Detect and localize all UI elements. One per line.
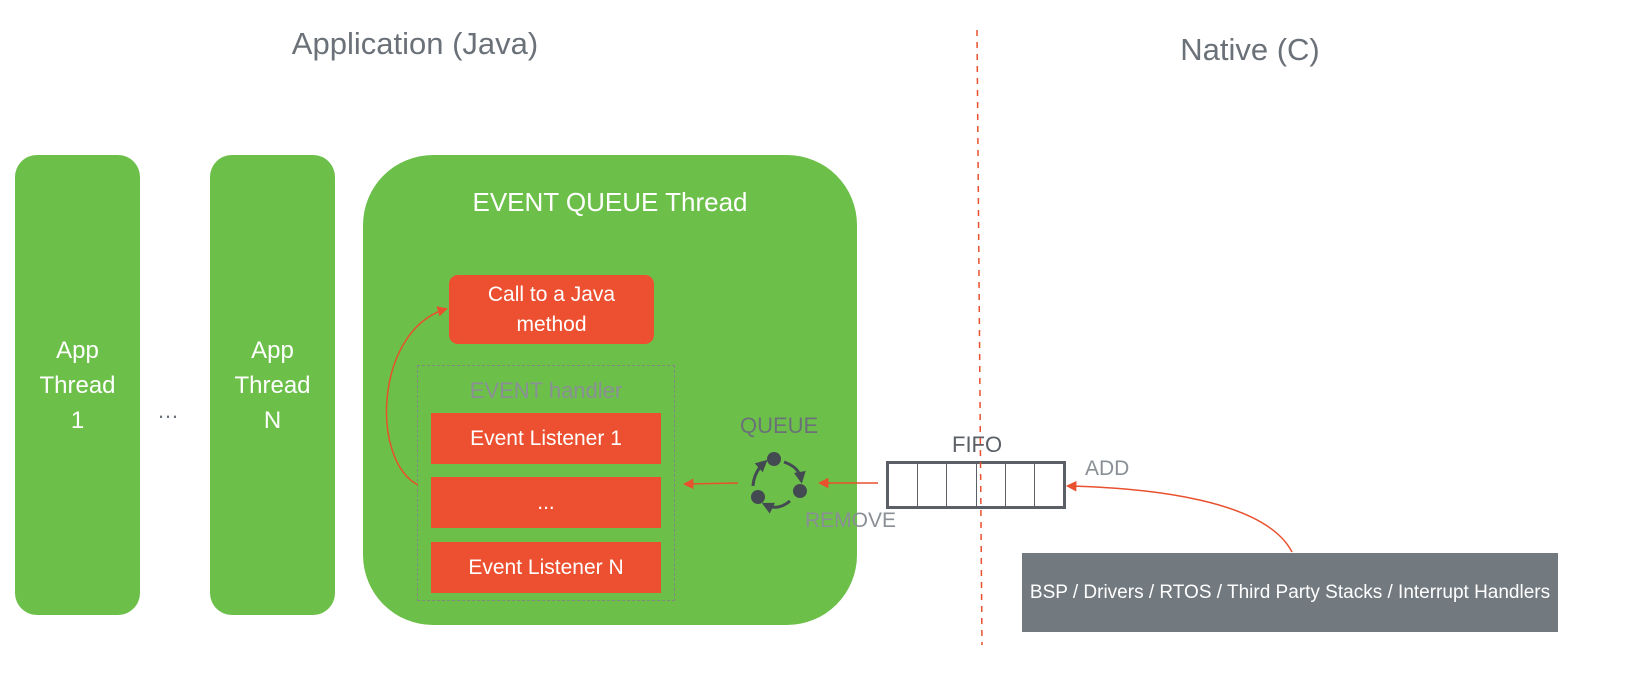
event-handler-frame [417, 365, 675, 601]
event-listener-n-label: Event Listener N [468, 555, 624, 579]
java-method-call-box: Call to a Java method [449, 275, 654, 344]
app-thread-1-label: App Thread 1 [39, 336, 116, 434]
java-method-call-label: Call to a Java method [487, 282, 616, 336]
queue-cycle-icon [751, 452, 807, 514]
application-section-title: Application (Java) [291, 26, 539, 61]
fifo-buffer [886, 461, 1066, 509]
native-stack-label: BSP / Drivers / RTOS / Third Party Stack… [1029, 581, 1551, 603]
app-thread-1: App Thread 1 [15, 155, 140, 615]
remove-label: REMOVE [805, 509, 897, 532]
threads-ellipsis: … [157, 398, 181, 423]
handler-to-java-arrow [385, 306, 449, 486]
event-listener-n: Event Listener N [431, 542, 661, 593]
queue-label: QUEUE [740, 413, 819, 438]
queue-to-handler-arrow [682, 478, 739, 490]
app-thread-n: App Thread N [210, 155, 335, 615]
native-section-title: Native (C) [1180, 32, 1320, 67]
fifo-slot [977, 464, 1006, 506]
add-label: ADD [1085, 457, 1130, 480]
app-thread-n-label: App Thread N [234, 336, 311, 434]
event-listener-more-label: ... [537, 490, 555, 514]
event-listener-1-label: Event Listener 1 [470, 426, 622, 450]
event-handler-title: EVENT handler [469, 378, 623, 403]
event-listener-1: Event Listener 1 [431, 413, 661, 464]
java-native-divider [976, 29, 983, 646]
fifo-slot [889, 464, 919, 506]
native-to-fifo-arrow [1065, 480, 1293, 553]
event-listener-more: ... [431, 477, 661, 528]
fifo-label: FIFO [952, 432, 1003, 457]
fifo-slot [947, 464, 977, 506]
fifo-slot [918, 464, 948, 506]
fifo-slot [1006, 464, 1035, 506]
native-stack-box: BSP / Drivers / RTOS / Third Party Stack… [1022, 553, 1558, 632]
event-queue-thread-title: EVENT QUEUE Thread [472, 187, 748, 217]
